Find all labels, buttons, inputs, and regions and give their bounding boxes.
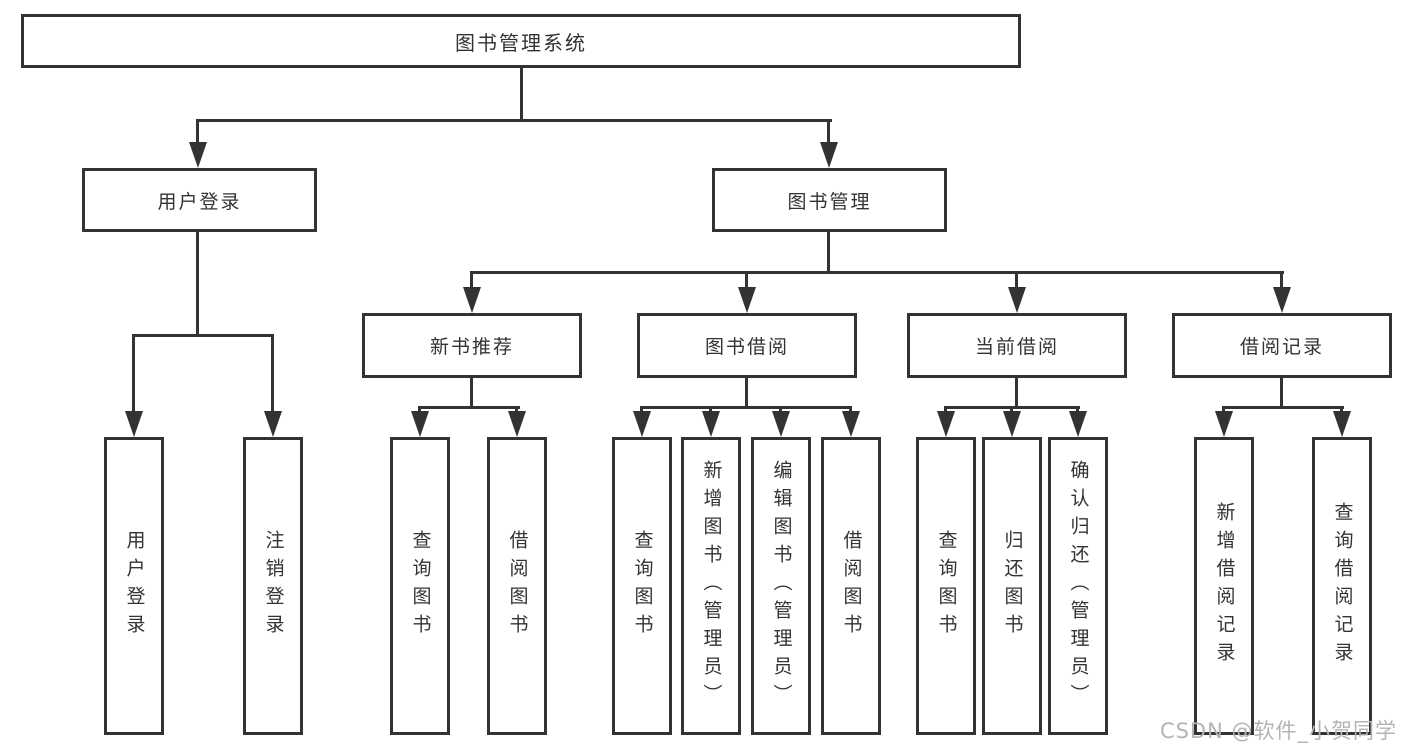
connector-line xyxy=(1340,406,1343,414)
connector-line xyxy=(470,377,473,409)
connector-line xyxy=(827,232,830,274)
node-label: 查询图书 xyxy=(409,530,432,642)
node-label: 查询图书 xyxy=(935,530,958,642)
connector-line xyxy=(709,406,712,414)
arrowhead xyxy=(463,287,481,313)
node-label: 注销登录 xyxy=(262,530,285,642)
connector-line xyxy=(271,334,274,414)
connector-line xyxy=(132,334,274,337)
node-label: 查询借阅记录 xyxy=(1331,502,1354,670)
connector-line xyxy=(1015,377,1018,409)
connector-line xyxy=(418,406,421,414)
arrowhead xyxy=(1333,411,1351,437)
arrowhead xyxy=(508,411,526,437)
arrowhead xyxy=(633,411,651,437)
connector-line xyxy=(944,406,947,414)
connector-line xyxy=(132,334,135,414)
arrowhead xyxy=(125,411,143,437)
node-library-system: 图书管理系统 xyxy=(21,14,1021,68)
node-book-borrowing: 图书借阅 xyxy=(637,313,857,378)
connector-line xyxy=(640,406,643,414)
connector-line xyxy=(1076,406,1079,414)
connector-line xyxy=(196,232,199,337)
arrowhead xyxy=(820,142,838,168)
connector-line xyxy=(196,119,832,122)
node-label: 新增图书（管理员） xyxy=(700,460,723,712)
connector-line xyxy=(470,271,473,291)
leaf-query-books-borrowing: 查询图书 xyxy=(612,437,672,735)
connector-line xyxy=(827,119,830,145)
leaf-confirm-return-admin: 确认归还（管理员） xyxy=(1048,437,1108,735)
node-label: 当前借阅 xyxy=(974,336,1059,358)
node-label: 新书推荐 xyxy=(429,336,514,358)
connector-line xyxy=(1222,406,1225,414)
node-borrowing-records: 借阅记录 xyxy=(1172,313,1392,378)
arrowhead xyxy=(1069,411,1087,437)
node-label: 图书借阅 xyxy=(704,336,789,358)
node-label: 查询图书 xyxy=(631,530,654,642)
arrowhead xyxy=(842,411,860,437)
leaf-query-borrow-record: 查询借阅记录 xyxy=(1312,437,1372,735)
node-label: 借阅图书 xyxy=(840,530,863,642)
node-label: 确认归还（管理员） xyxy=(1067,460,1090,712)
node-label: 借阅记录 xyxy=(1239,336,1324,358)
connector-line xyxy=(1010,406,1013,414)
node-label: 用户登录 xyxy=(123,530,146,642)
connector-line xyxy=(640,406,852,409)
leaf-edit-books-admin: 编辑图书（管理员） xyxy=(751,437,811,735)
connector-line xyxy=(418,406,520,409)
node-book-management: 图书管理 xyxy=(712,168,947,232)
leaf-add-borrow-record: 新增借阅记录 xyxy=(1194,437,1254,735)
arrowhead xyxy=(1215,411,1233,437)
node-label: 借阅图书 xyxy=(506,530,529,642)
leaf-user-login: 用户登录 xyxy=(104,437,164,735)
connector-line xyxy=(515,406,518,414)
node-label: 归还图书 xyxy=(1001,530,1024,642)
connector-line xyxy=(1280,377,1283,409)
node-label: 用户登录 xyxy=(157,190,242,213)
connector-line xyxy=(745,271,748,291)
connector-line xyxy=(196,119,199,145)
arrowhead xyxy=(1003,411,1021,437)
arrowhead xyxy=(1273,287,1291,313)
connector-line xyxy=(520,68,523,122)
connector-line xyxy=(745,377,748,409)
node-label: 编辑图书（管理员） xyxy=(770,460,793,712)
node-label: 新增借阅记录 xyxy=(1213,502,1236,670)
arrowhead xyxy=(1008,287,1026,313)
arrowhead xyxy=(411,411,429,437)
leaf-return-books: 归还图书 xyxy=(982,437,1042,735)
arrowhead xyxy=(189,142,207,168)
node-new-book-recommend: 新书推荐 xyxy=(362,313,582,378)
leaf-borrow-books: 借阅图书 xyxy=(821,437,881,735)
arrowhead xyxy=(738,287,756,313)
connector-line xyxy=(470,271,1284,274)
connector-line xyxy=(1280,271,1283,291)
node-current-borrowing: 当前借阅 xyxy=(907,313,1127,378)
arrowhead xyxy=(772,411,790,437)
leaf-add-books-admin: 新增图书（管理员） xyxy=(681,437,741,735)
node-user-login: 用户登录 xyxy=(82,168,317,232)
arrowhead xyxy=(702,411,720,437)
node-label: 图书管理 xyxy=(787,190,872,213)
arrowhead xyxy=(264,411,282,437)
node-label: 图书管理系统 xyxy=(455,30,587,55)
csdn-watermark: CSDN @软件_小贺同学 xyxy=(1159,719,1397,743)
leaf-logout: 注销登录 xyxy=(243,437,303,735)
arrowhead xyxy=(937,411,955,437)
connector-line xyxy=(1222,406,1344,409)
leaf-query-books-current: 查询图书 xyxy=(916,437,976,735)
leaf-query-books-recommend: 查询图书 xyxy=(390,437,450,735)
connector-line xyxy=(849,406,852,414)
connector-line xyxy=(779,406,782,414)
connector-line xyxy=(1015,271,1018,291)
leaf-borrow-books-recommend: 借阅图书 xyxy=(487,437,547,735)
